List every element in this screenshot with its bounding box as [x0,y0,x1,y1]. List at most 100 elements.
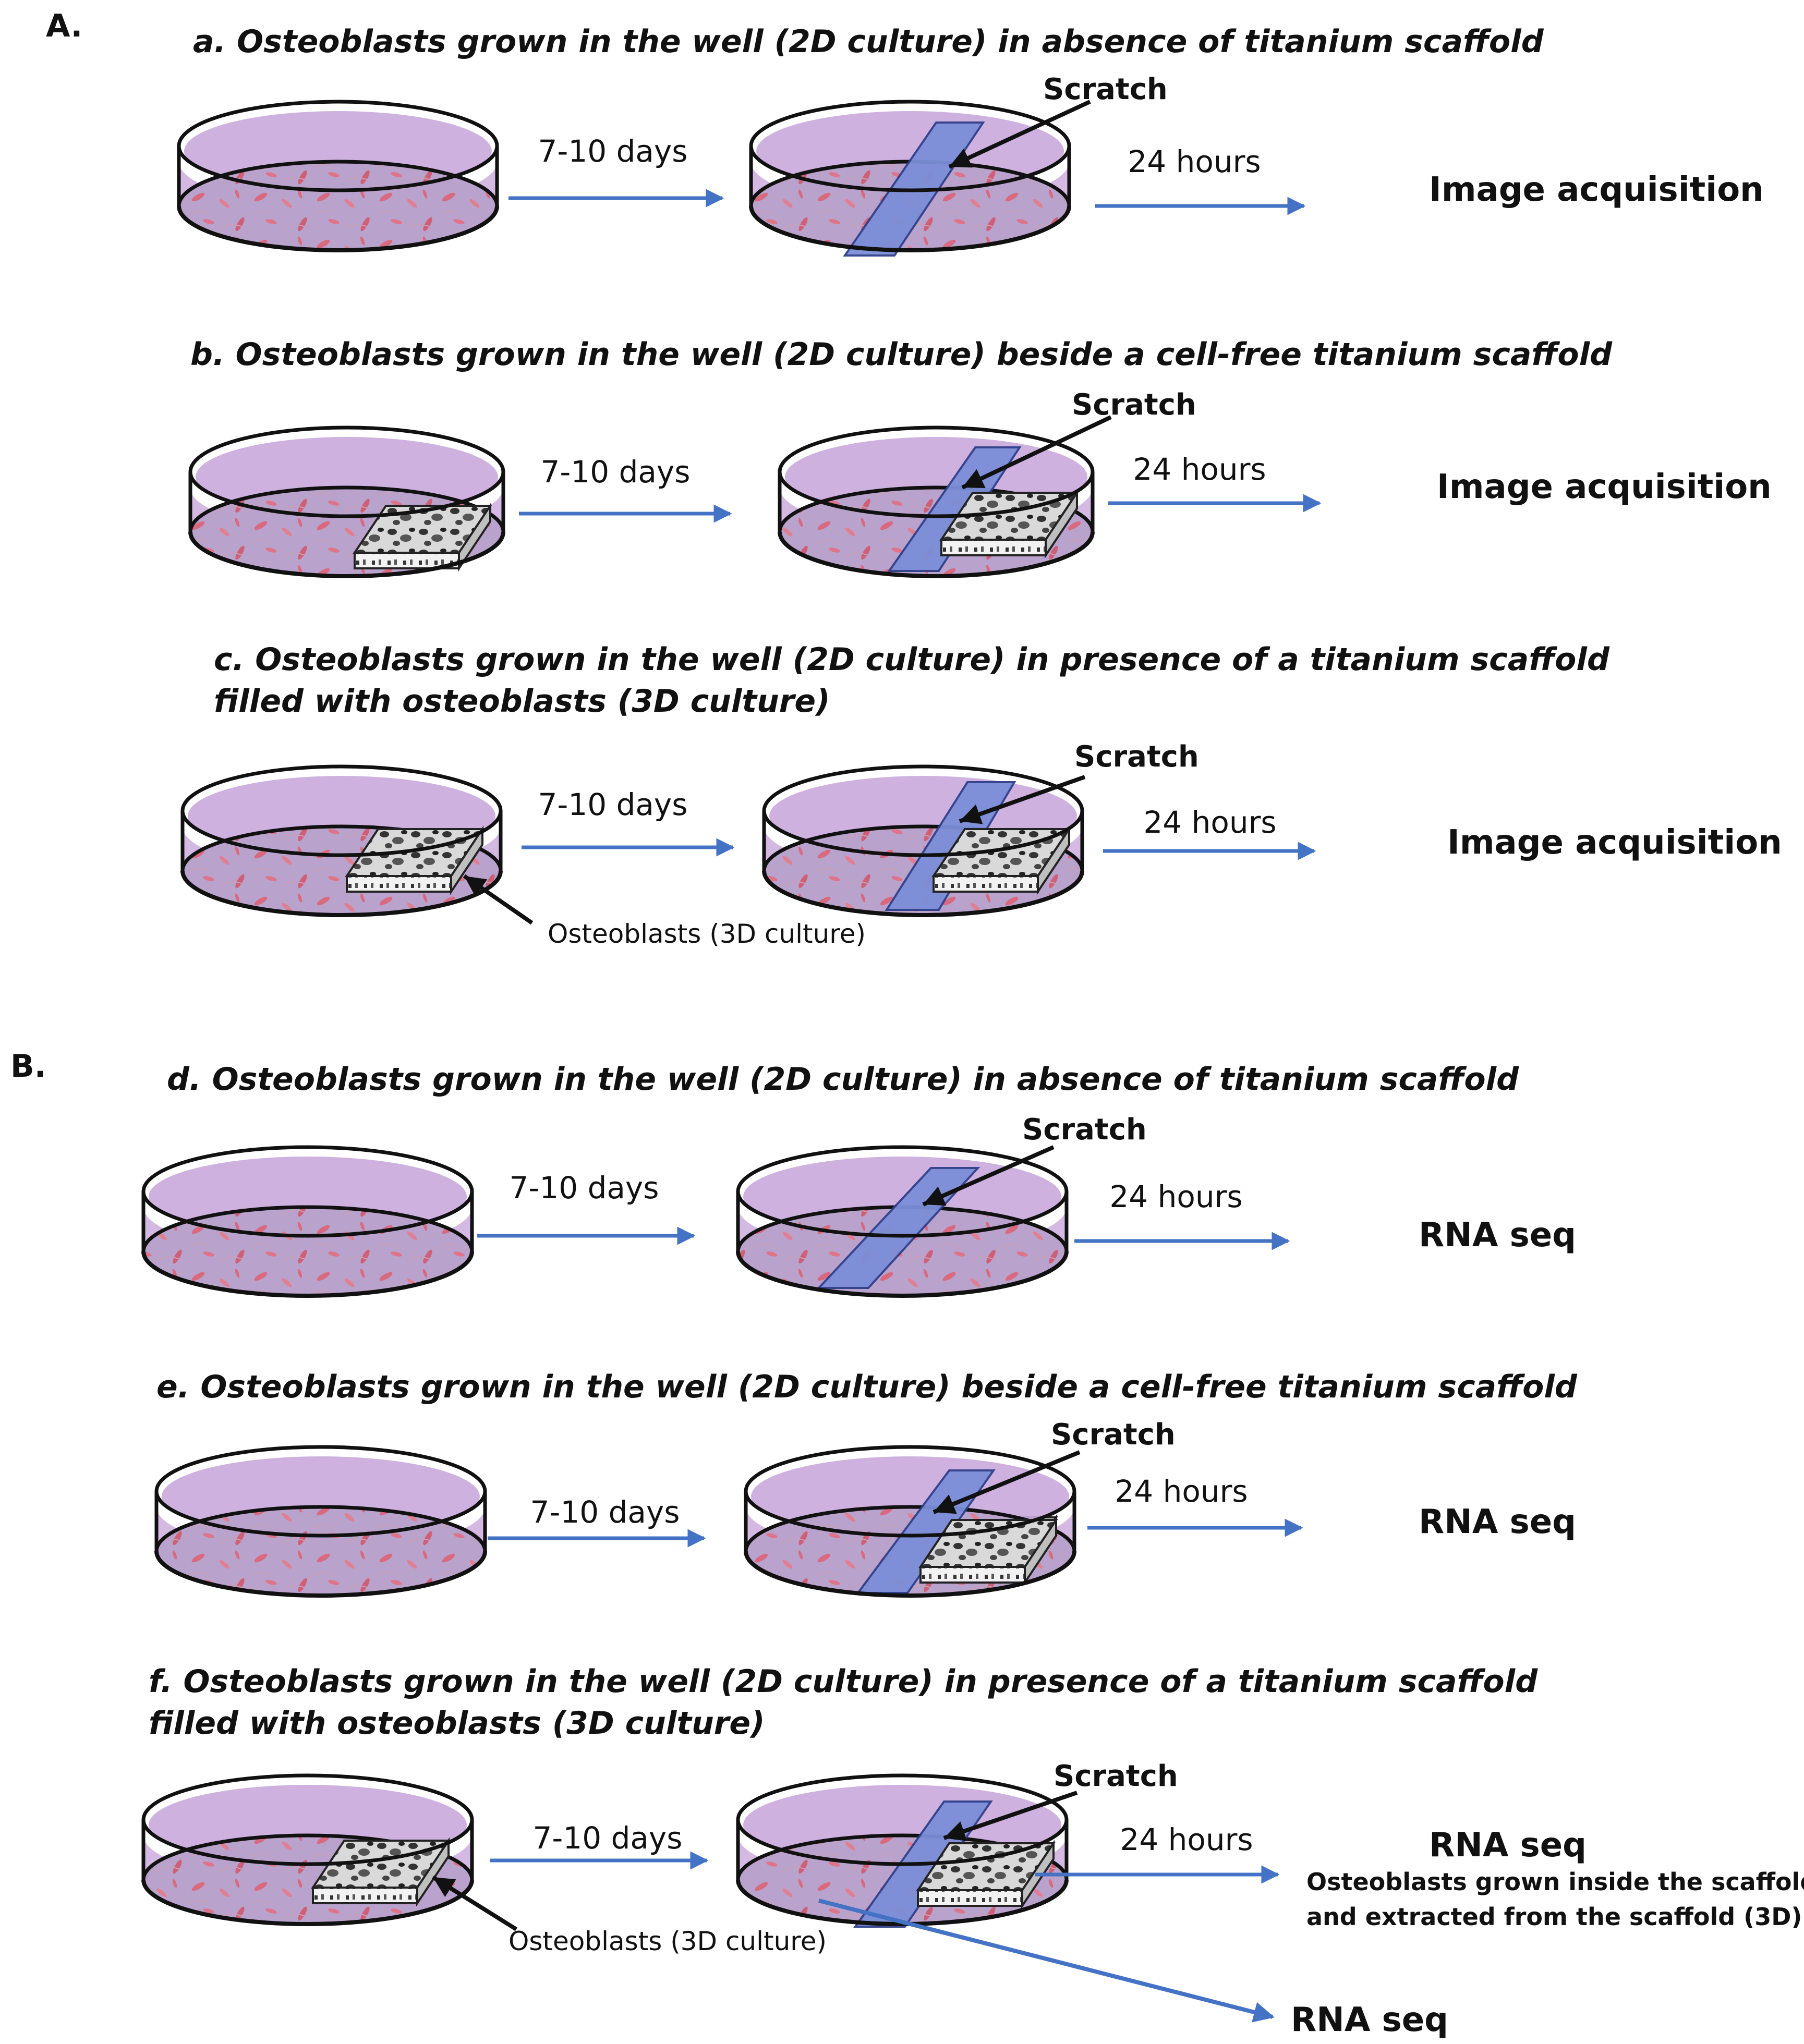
row-title: b. Osteoblasts grown in the well (2D cul… [190,336,1613,373]
scaffold-extraction-note: Osteoblasts grown inside the scaffold [1306,1868,1804,1896]
protocol-row-b: b. Osteoblasts grown in the well (2D cul… [188,336,1772,578]
scratch-label: Scratch [1051,1418,1176,1452]
dish-rim [736,1773,1069,1866]
readout-label: RNA seq [1419,1216,1576,1255]
dish-rim [141,1773,474,1866]
scratch-label: Scratch [1022,1113,1147,1147]
second-readout-label: RNA seq [1291,2001,1448,2039]
titanium-scaffold [918,1516,1058,1586]
pointer-line [959,775,1086,823]
section-label: A. [46,8,82,44]
pointer-line [922,1145,1055,1207]
pointer-line [948,100,1091,169]
scratch-band [887,446,1022,572]
scaffold-front [346,875,452,893]
dish-rim [744,1445,1076,1538]
scaffold-front [312,1887,418,1904]
scratched-culture-dish [778,425,1095,578]
incubation-duration-label: 24 hours [1120,1822,1253,1857]
scratch-label: Scratch [1074,740,1199,774]
scaffold-side [1037,825,1070,895]
scratched-culture-dish [736,1773,1069,1928]
initial-culture-dish [177,100,499,252]
pointer-head [433,1877,456,1897]
dish-base [177,205,499,252]
initial-culture-dish [188,425,505,578]
initial-culture-dish [141,1145,474,1298]
incubation-duration-label: 24 hours [1143,805,1276,840]
pointer-line [943,1791,1078,1840]
protocol-row-d: d. Osteoblasts grown in the well (2D cul… [141,1061,1576,1298]
row-title: c. Osteoblasts grown in the well (2D cul… [214,641,1610,678]
incubation-duration-label: 24 hours [1109,1179,1242,1214]
pointer-head [944,1821,967,1842]
dish-rim [749,100,1071,192]
scaffold-side [1045,489,1078,559]
readout-label: RNA seq [1429,1826,1587,1865]
dish-base [180,870,503,917]
row-title: filled with osteoblasts (3D culture) [149,1705,765,1742]
protocol-row-e: e. Osteoblasts grown in the well (2D cul… [154,1369,1578,1598]
dish-base [188,531,505,578]
scratch-pointer-arrow [948,100,1091,169]
titanium-scaffold [345,825,485,895]
pointer-head [960,804,983,824]
readout-label: Image acquisition [1437,468,1772,506]
scaffold-side [450,825,483,895]
dish-rim [188,425,505,518]
scaffold-front [919,1566,1026,1584]
osteoblast-pointer-arrow [463,874,534,925]
culture-duration-label: 7-10 days [538,133,688,169]
dish-rim [736,1145,1069,1238]
row-title: f. Osteoblasts grown in the well (2D cul… [149,1663,1538,1700]
protocol-row-a: a. Osteoblasts grown in the well (2D cul… [177,23,1764,257]
readout-label: Image acquisition [1429,171,1764,209]
pointer-head [934,1494,957,1514]
pointer-line [933,1450,1081,1514]
osteoblast-3d-label: Osteoblasts (3D culture) [508,1926,827,1956]
dish-base [762,870,1084,917]
scratched-culture-dish [762,764,1084,917]
dish-base [141,1251,474,1298]
pointer-head [464,876,488,897]
dish-rim [141,1145,474,1238]
scratch-pointer-arrow [959,775,1086,824]
row-title: filled with osteoblasts (3D culture) [214,683,830,720]
scratch-label: Scratch [1054,1759,1178,1793]
initial-culture-dish [180,764,503,917]
scratch-pointer-arrow [933,1450,1081,1514]
dish-rim [762,764,1084,857]
incubation-duration-label: 24 hours [1133,452,1266,487]
second-readout-arrow [818,1899,1275,2023]
pointer-head [962,469,986,488]
scaffold-front [933,875,1039,893]
osteoblast-3d-label: Osteoblasts (3D culture) [548,919,866,949]
pointer-head [949,149,973,168]
dish-rim [778,425,1095,518]
titanium-scaffold [311,1837,451,1907]
protocol-row-c: c. Osteoblasts grown in the well (2D cul… [180,641,1782,949]
scratched-culture-dish [744,1445,1076,1598]
incubation-duration-label: 24 hours [1115,1474,1248,1509]
dish-rim [154,1445,487,1538]
scratched-culture-dish [736,1145,1069,1298]
scaffold-side [416,1837,450,1907]
dish-rim [177,100,499,192]
section-label: B. [10,1048,46,1085]
scratch-label: Scratch [1043,72,1168,106]
scaffold-front [940,539,1047,556]
row-title: e. Osteoblasts grown in the well (2D cul… [156,1369,1578,1405]
scratch-label: Scratch [1072,388,1196,422]
culture-duration-label: 7-10 days [538,787,688,822]
row-title: d. Osteoblasts grown in the well (2D cul… [167,1061,1519,1098]
dish-base [778,531,1095,578]
incubation-duration-label: 24 hours [1128,144,1261,179]
culture-duration-label: 7-10 days [530,1494,680,1530]
culture-duration-label: 7-10 days [541,454,691,490]
dish-base [154,1551,487,1598]
row-title: a. Osteoblasts grown in the well (2D cul… [193,23,1544,60]
readout-label: RNA seq [1419,1503,1576,1541]
dish-rim [180,764,503,857]
dish-base [141,1879,474,1926]
